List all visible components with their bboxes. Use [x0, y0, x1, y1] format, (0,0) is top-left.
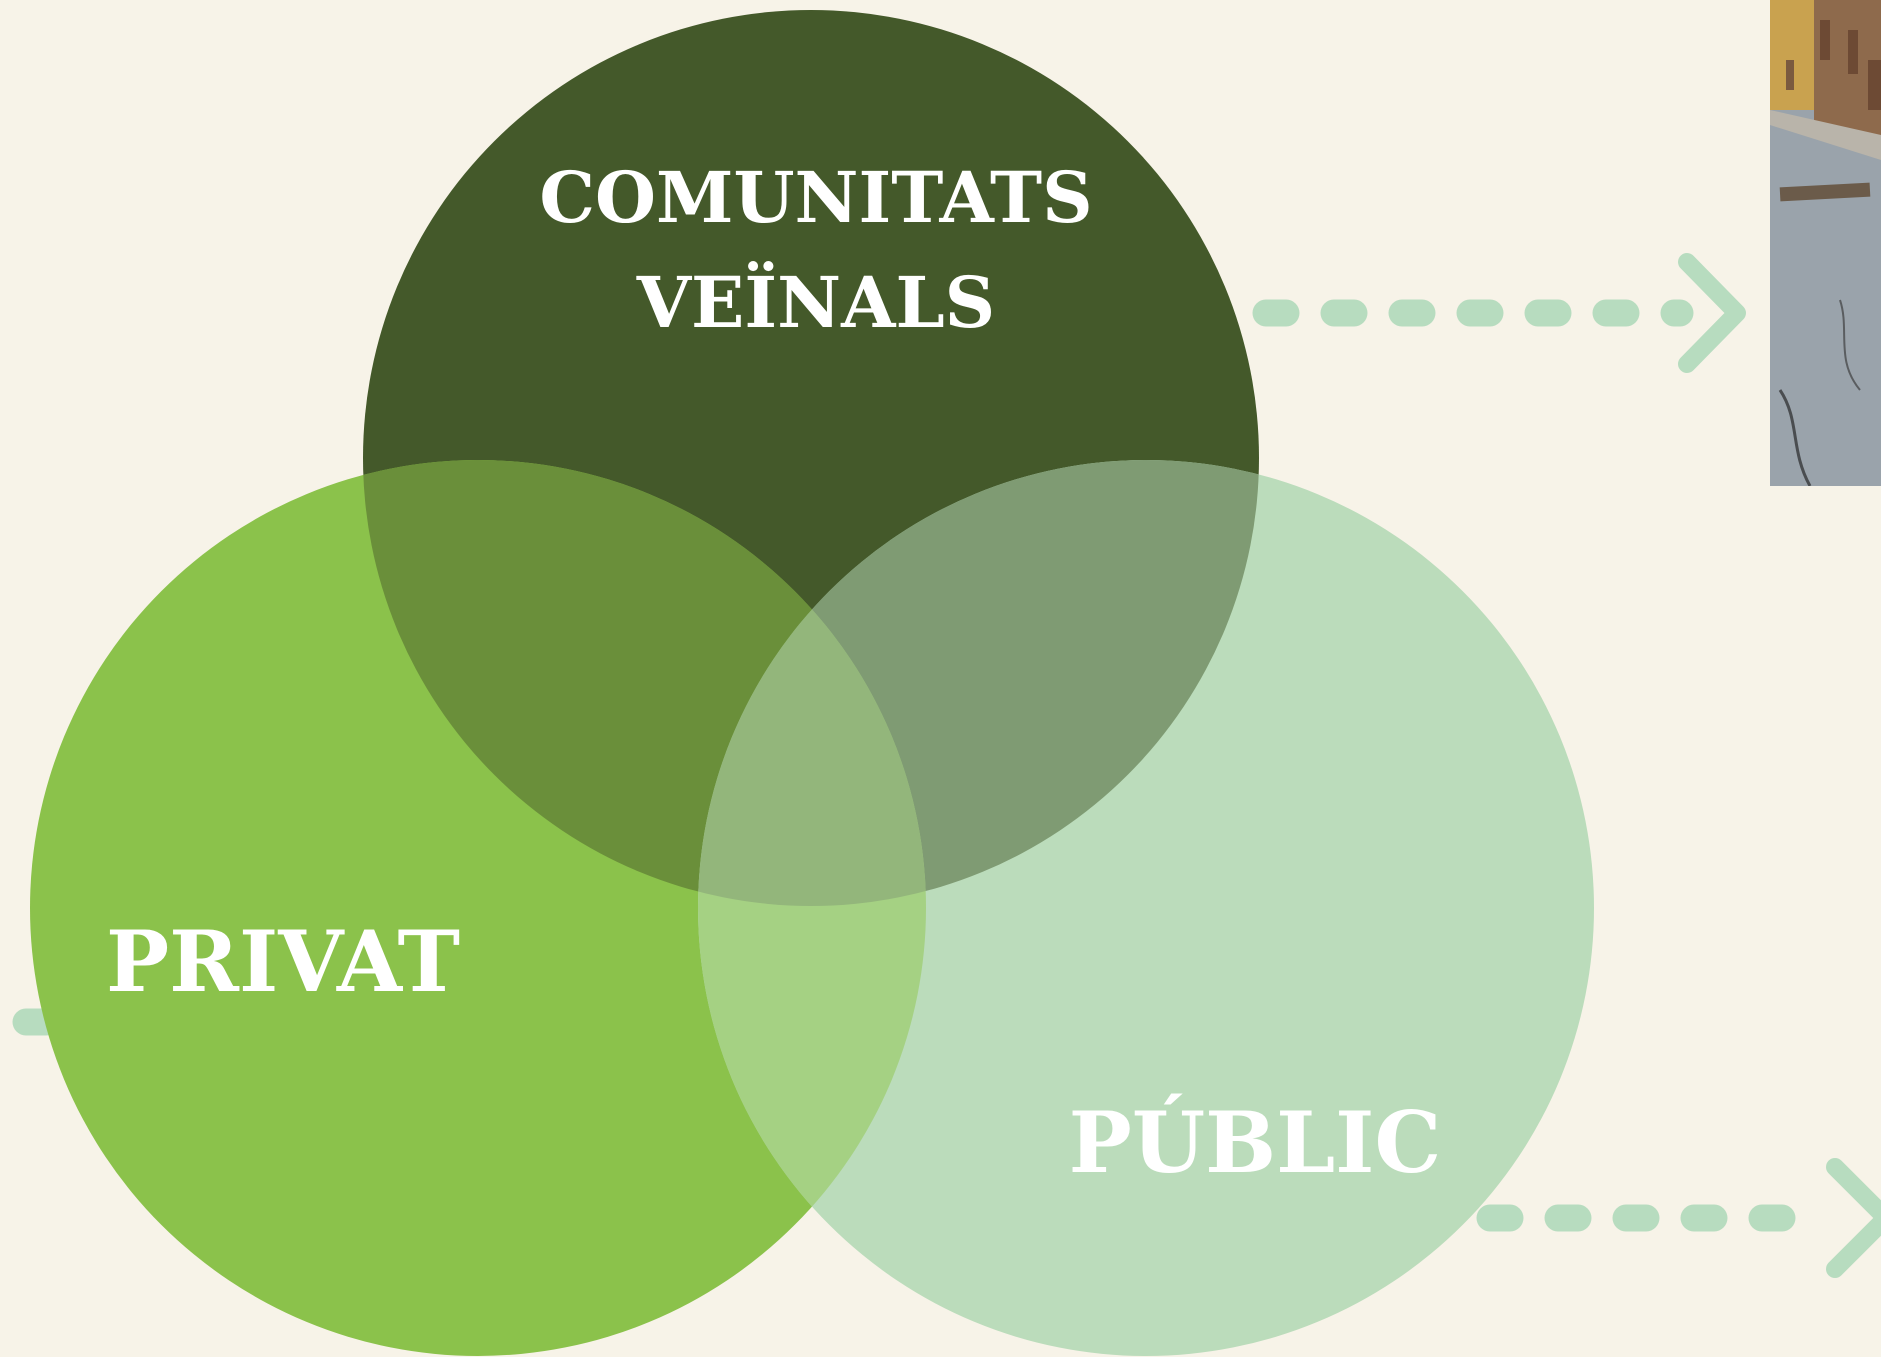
- connector-public: [1476, 1158, 1881, 1278]
- venn-overlap-comunitats-public: [698, 460, 1259, 906]
- street-photo-icon: [1770, 0, 1881, 486]
- set-label-public: PÚBLIC: [1069, 1093, 1442, 1192]
- venn-overlap-comunitats-privat: [363, 460, 926, 906]
- set-label-comunitats-line2: VEÏNALS: [636, 261, 995, 344]
- set-label-comunitats-line1: COMUNITATS: [539, 156, 1092, 239]
- set-label-privat: PRIVAT: [106, 912, 460, 1011]
